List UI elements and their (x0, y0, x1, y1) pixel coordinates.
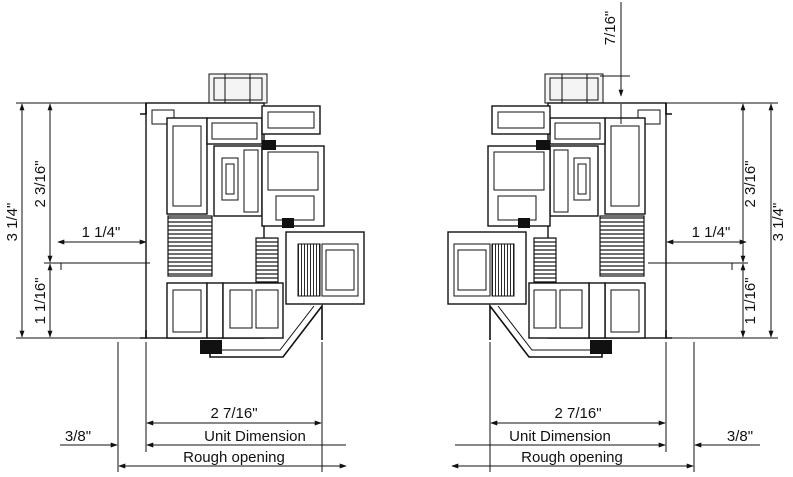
left-frame-profile (140, 73, 365, 358)
right-frame-depth-label: 2 7/16" (554, 405, 601, 422)
right-rough-opening-label: Rough opening (521, 449, 623, 466)
left-lower-height-label: 1 1/16" (32, 277, 49, 324)
right-flange-label: 1 1/4" (692, 224, 731, 241)
right-upper-height-label: 2 3/16" (742, 160, 759, 207)
right-shim-label: 3/8" (727, 428, 753, 445)
left-rough-opening-label: Rough opening (183, 449, 285, 466)
left-overall-height-label: 3 1/4" (4, 203, 21, 242)
left-dimension-lines (16, 102, 347, 472)
left-frame-section: 3 1/4" 2 3/16" 1 1/16" 1 1/4" 2 7/16" Un… (4, 73, 365, 472)
right-frame-profile (447, 73, 672, 358)
right-frame-section: 7/16" 3 1/4" 2 3/16" 1 1/16" 1 1/4" 2 7/… (447, 2, 787, 472)
left-unit-dimension-label: Unit Dimension (204, 428, 306, 445)
right-lower-height-label: 1 1/16" (742, 277, 759, 324)
left-shim-label: 3/8" (65, 428, 91, 445)
right-overall-height-label: 3 1/4" (770, 203, 787, 242)
left-frame-depth-label: 2 7/16" (210, 405, 257, 422)
right-top-offset-label: 7/16" (602, 11, 619, 46)
right-dimension-lines (451, 2, 778, 472)
left-flange-label: 1 1/4" (82, 224, 121, 241)
left-upper-height-label: 2 3/16" (32, 160, 49, 207)
right-unit-dimension-label: Unit Dimension (509, 428, 611, 445)
